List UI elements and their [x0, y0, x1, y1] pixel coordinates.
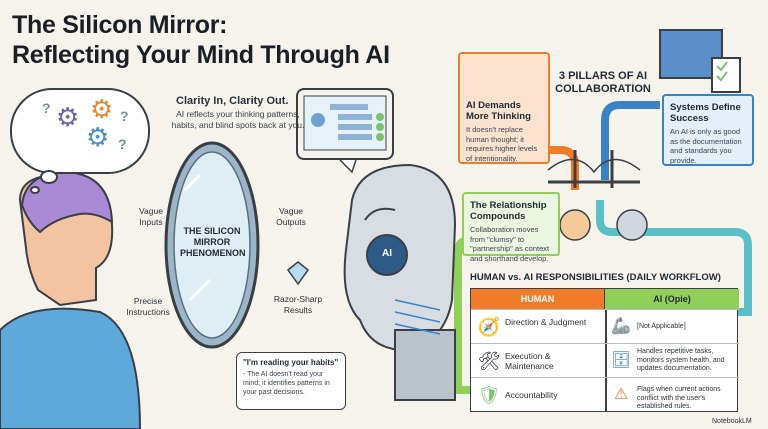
pillar-body: It doesn't replace human thought; it req…: [466, 125, 538, 163]
ai-badge: AI: [382, 248, 392, 259]
column-divider: [605, 309, 607, 411]
quote-body: - The AI doesn't read your mind; it iden…: [243, 371, 330, 396]
precise-instructions-label: Precise Instructions: [126, 296, 170, 317]
bridge-icon: [547, 150, 641, 188]
pillar-card-systems: Systems Define Success An AI is only as …: [662, 94, 754, 166]
warning-icon: ⚠: [613, 386, 629, 403]
pillar-body: Collaboration moves from "clumsy" to "pa…: [470, 225, 550, 263]
mirror-illustration: [164, 141, 260, 349]
question-mark-icon: ?: [42, 100, 51, 116]
column-header-ai: AI (Opie): [605, 289, 739, 309]
question-mark-icon: ?: [118, 136, 127, 152]
responsibilities-table: HUMAN AI (Opie) 🧭 Direction & Judgment 🦾…: [470, 288, 739, 412]
user-avatar-icon: [311, 113, 325, 127]
compass-icon: 🧭: [477, 317, 501, 337]
table-row: 🛠 Execution & Maintenance 🗄 Handles repe…: [471, 343, 739, 377]
pillar-card-relationship: The Relationship Compounds Collaboration…: [462, 192, 560, 263]
database-icon: 🗄: [610, 352, 632, 369]
check-icon: [376, 113, 384, 121]
human-cell: Direction & Judgment: [505, 317, 587, 327]
diamond-icon: [286, 261, 310, 286]
thought-bubble: [10, 88, 150, 174]
question-mark-icon: ?: [120, 108, 129, 124]
pillar-card-thinking: AI Demands More Thinking It doesn't repl…: [458, 52, 550, 164]
robot-head-illustration: [343, 163, 457, 401]
gear-icon: ⚙: [90, 94, 114, 124]
quote-box: "I'm reading your habits" - The AI doesn…: [236, 352, 346, 410]
human-cell: Execution & Maintenance: [505, 351, 554, 371]
ai-cell: Handles repetitive tasks, monitors syste…: [637, 348, 725, 372]
human-cell: Accountability: [505, 390, 558, 400]
pillars-title: 3 PILLARS OF AI COLLABORATION: [555, 70, 651, 95]
check-icon: [376, 123, 384, 131]
clarity-heading: Clarity In, Clarity Out.: [176, 95, 289, 107]
robot-handshake-icon: [616, 209, 648, 241]
title-line-2: Reflecting Your Mind Through AI: [12, 41, 390, 69]
clarity-subtext: AI reflects your thinking patterns, habi…: [171, 109, 305, 130]
page-title: The Silicon Mirror: Reflecting Your Mind…: [12, 10, 390, 70]
title-line-1: The Silicon Mirror:: [12, 11, 228, 39]
thought-bubble-dot: [40, 170, 58, 184]
blueprint-icon: [659, 29, 741, 93]
table-row: 🛡 Accountability ⚠ Flags when current ac…: [471, 377, 739, 411]
column-header-human: HUMAN: [471, 289, 605, 309]
shield-check-icon: 🛡: [477, 385, 501, 405]
robot-arm-icon: 🦾: [611, 318, 631, 335]
pillar-title: The Relationship Compounds: [470, 200, 547, 222]
mirror-phenomenon-label: THE SILICON MIRROR PHENOMENON: [180, 226, 246, 258]
notebooklm-brand: NotebookLM: [712, 418, 752, 425]
tools-icon: 🛠: [477, 351, 501, 371]
human-head-illustration: [0, 170, 142, 429]
quote-title: "I'm reading your habits": [243, 358, 339, 367]
check-icon: [376, 133, 384, 141]
blue-connector: [601, 101, 660, 180]
pillar-body: An AI is only as good as the documentati…: [670, 127, 742, 165]
gear-icon: ⚙: [86, 122, 110, 152]
table-row: 🧭 Direction & Judgment 🦾 [Not Applicable…: [471, 309, 739, 343]
razor-results-label: Razor-Sharp Results: [273, 294, 323, 315]
teal-connector: [596, 200, 752, 316]
screen-bubble: [296, 88, 394, 160]
responsibilities-title: HUMAN vs. AI RESPONSIBILITIES (DAILY WOR…: [470, 272, 721, 283]
thought-bubble-dot: [30, 186, 40, 194]
pillar-title: AI Demands More Thinking: [466, 100, 531, 122]
vague-inputs-label: Vague Inputs: [139, 206, 163, 227]
pillar-title: Systems Define Success: [670, 102, 741, 124]
vague-outputs-label: Vague Outputs: [276, 206, 306, 227]
ai-cell: [Not Applicable]: [637, 323, 686, 330]
ai-cell: Flags when current actions conflict with…: [637, 386, 721, 410]
handshake-icon: [559, 209, 591, 241]
gear-icon: ⚙: [56, 102, 80, 132]
